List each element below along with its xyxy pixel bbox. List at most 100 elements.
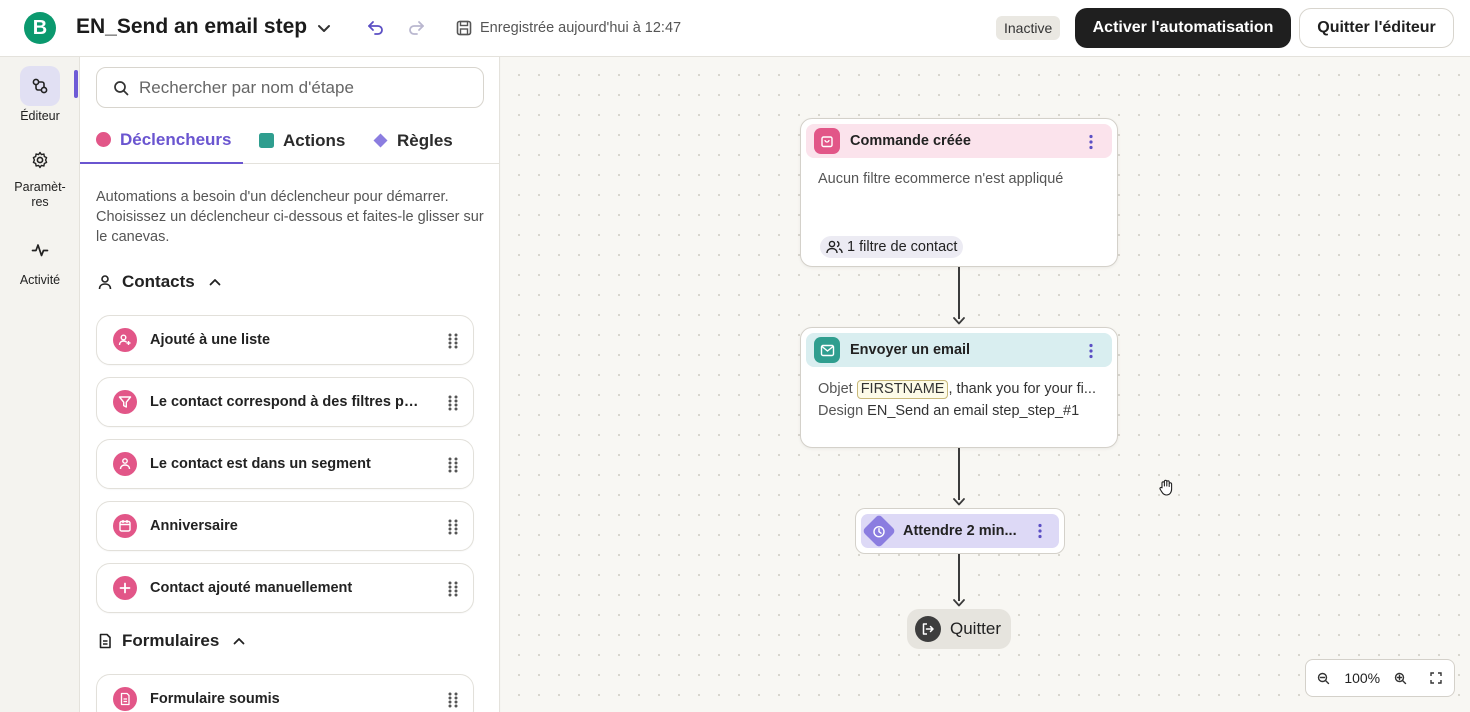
drag-handle-icon[interactable] <box>447 332 459 350</box>
send-email-node[interactable]: Envoyer un email Objet FIRSTNAME, thank … <box>800 327 1118 448</box>
step-tabs: Déclencheurs Actions Règles <box>80 117 499 164</box>
active-rail-marker <box>74 70 78 98</box>
zoom-controls: 100% <box>1305 659 1455 697</box>
plus-icon <box>113 576 137 600</box>
editor-icon <box>20 66 60 106</box>
trigger-card[interactable]: Le contact correspond à des filtres pers… <box>96 377 474 427</box>
design-label: Design <box>818 403 864 419</box>
gear-icon <box>20 140 60 180</box>
trigger-card[interactable]: Anniversaire <box>96 501 474 551</box>
connector-line <box>958 554 960 601</box>
status-badge: Inactive <box>996 16 1061 40</box>
grab-hand-icon <box>1159 479 1173 496</box>
rail-label: Activité <box>19 273 61 287</box>
workflow-canvas[interactable]: Commande créée Aucun filtre ecommerce n'… <box>501 57 1470 712</box>
users-icon <box>113 452 137 476</box>
node-title: Envoyer un email <box>850 342 971 358</box>
more-vertical-icon[interactable] <box>1088 134 1094 150</box>
brevo-logo[interactable]: B <box>24 12 56 44</box>
more-vertical-icon[interactable] <box>1088 343 1094 359</box>
activate-automation-button[interactable]: Activer l'automatisation <box>1075 8 1291 48</box>
drag-handle-icon[interactable] <box>447 518 459 536</box>
rail-item-settings[interactable]: Paramèt- res <box>0 140 80 210</box>
trigger-node-header: Commande créée <box>806 124 1112 158</box>
node-title: Attendre 2 min... <box>903 523 1017 539</box>
exit-node[interactable]: Quitter <box>907 609 1011 649</box>
card-label: Anniversaire <box>150 518 238 534</box>
section-title: Formulaires <box>122 631 220 650</box>
arrow-down-icon <box>953 317 965 325</box>
zoom-level: 100% <box>1344 670 1381 686</box>
trigger-card[interactable]: Le contact est dans un segment <box>96 439 474 489</box>
redo-icon[interactable] <box>406 18 426 38</box>
activity-icon <box>20 230 60 270</box>
fit-screen-icon[interactable] <box>1418 660 1454 696</box>
trigger-node[interactable]: Commande créée Aucun filtre ecommerce n'… <box>800 118 1118 267</box>
tab-label: Actions <box>283 130 346 150</box>
clock-icon <box>862 514 896 548</box>
users-icon <box>826 240 843 254</box>
search-input[interactable] <box>139 77 459 98</box>
person-icon <box>96 273 114 291</box>
tab-rules[interactable]: Règles <box>373 117 453 164</box>
tab-triggers[interactable]: Déclencheurs <box>80 117 243 164</box>
trigger-card[interactable]: Ajouté à une liste <box>96 315 474 365</box>
placeholder-chip: FIRSTNAME <box>856 380 949 399</box>
connector-line <box>958 267 960 319</box>
automation-title[interactable]: EN_Send an email step <box>76 15 308 38</box>
user-plus-icon <box>113 328 137 352</box>
rail-item-activity[interactable]: Activité <box>0 230 80 287</box>
filter-pill-label: 1 filtre de contact <box>847 239 958 255</box>
mail-icon <box>814 337 840 363</box>
save-status-text: Enregistrée aujourd'hui à 12:47 <box>480 20 682 36</box>
more-vertical-icon[interactable] <box>1037 523 1043 539</box>
zoom-out-icon[interactable] <box>1306 660 1342 696</box>
arrow-down-icon <box>953 599 965 607</box>
filter-icon <box>113 390 137 414</box>
drag-handle-icon[interactable] <box>447 691 459 709</box>
drag-handle-icon[interactable] <box>447 456 459 474</box>
drag-handle-icon[interactable] <box>447 394 459 412</box>
undo-icon[interactable] <box>366 18 386 38</box>
trigger-card[interactable]: Contact ajouté manuellement <box>96 563 474 613</box>
top-bar: B EN_Send an email step Enregistrée aujo… <box>0 0 1470 57</box>
chevron-down-icon[interactable] <box>314 18 334 38</box>
subject-text: , thank you for your fi... <box>948 381 1096 397</box>
card-label: Ajouté à une liste <box>150 332 271 348</box>
drag-handle-icon[interactable] <box>447 580 459 598</box>
rule-diamond-icon <box>373 133 388 148</box>
forms-section-header[interactable]: Formulaires <box>96 631 249 651</box>
card-label: Formulaire soumis <box>150 691 280 707</box>
exit-label: Quitter <box>950 619 1002 638</box>
contact-filter-pill[interactable]: 1 filtre de contact <box>820 236 964 258</box>
step-search-box[interactable] <box>96 67 484 108</box>
wait-node-header: Attendre 2 min... <box>861 514 1059 548</box>
exit-icon <box>915 616 941 642</box>
search-icon <box>113 80 129 96</box>
arrow-down-icon <box>953 498 965 506</box>
tab-actions[interactable]: Actions <box>259 117 345 164</box>
left-rail: Éditeur Paramèt- res Activité <box>0 57 80 712</box>
document-icon <box>96 632 114 650</box>
form-icon <box>113 687 137 711</box>
trigger-card[interactable]: Formulaire soumis <box>96 674 474 712</box>
zoom-in-icon[interactable] <box>1383 660 1419 696</box>
subject-label: Objet <box>818 381 853 397</box>
quit-editor-button[interactable]: Quitter l'éditeur <box>1299 8 1454 48</box>
action-square-icon <box>259 133 274 148</box>
triggers-intro-text: Automations a besoin d'un déclencheur po… <box>96 189 484 245</box>
node-title: Commande créée <box>850 133 971 149</box>
steps-panel: Déclencheurs Actions Règles Automations … <box>80 57 500 712</box>
contacts-section-header[interactable]: Contacts <box>96 272 225 292</box>
rail-item-editor[interactable]: Éditeur <box>0 66 80 123</box>
email-design-line: Design EN_Send an email step_step_#1 <box>818 400 1079 422</box>
card-label: Le contact est dans un segment <box>150 456 371 472</box>
save-icon <box>455 19 473 37</box>
trigger-node-description: Aucun filtre ecommerce n'est appliqué <box>818 171 1064 187</box>
wait-node[interactable]: Attendre 2 min... <box>855 508 1065 554</box>
trigger-dot-icon <box>96 132 111 147</box>
calendar-icon <box>113 514 137 538</box>
rail-label: Paramèt- res <box>14 180 66 209</box>
chevron-up-icon <box>209 274 225 290</box>
rail-label: Éditeur <box>20 109 60 123</box>
